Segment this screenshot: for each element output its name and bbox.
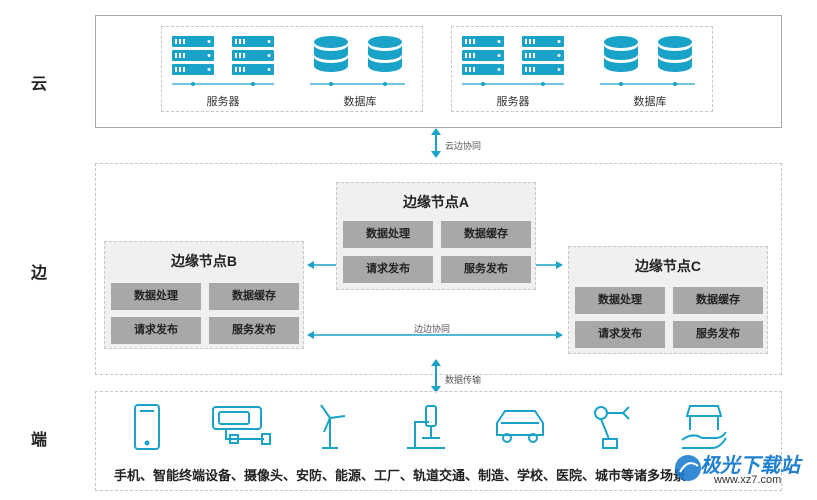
server-label: 服务器 <box>496 96 530 108</box>
camera-icon <box>212 406 271 445</box>
car-icon <box>496 410 544 443</box>
cell-request-publish: 请求发布 <box>111 317 201 344</box>
edge-layer <box>95 163 782 375</box>
watermark-brand: 极光下载站 <box>700 455 800 477</box>
data-transfer-label: 数据传输 <box>445 375 482 385</box>
cell-request-publish: 请求发布 <box>343 256 433 283</box>
phone-icon <box>134 404 160 450</box>
server-icon <box>522 36 564 75</box>
edge-node-b: 边缘节点B 数据处理 数据缓存 请求发布 服务发布 <box>104 241 304 349</box>
cell-request-publish: 请求发布 <box>575 321 665 348</box>
server-icon <box>172 36 214 75</box>
robot-arm-icon <box>594 406 630 449</box>
database-icon <box>604 36 638 72</box>
end-layer <box>95 391 782 491</box>
database-icon <box>658 36 692 72</box>
cell-data-processing: 数据处理 <box>111 283 201 310</box>
database-label: 数据库 <box>343 96 377 108</box>
server-label: 服务器 <box>206 96 240 108</box>
cell-data-processing: 数据处理 <box>575 287 665 314</box>
edge-node-c: 边缘节点C 数据处理 数据缓存 请求发布 服务发布 <box>568 246 768 354</box>
edge-node-a: 边缘节点A 数据处理 数据缓存 请求发布 服务发布 <box>336 182 536 290</box>
server-icon <box>232 36 274 75</box>
edge-edge-label: 边边协同 <box>414 324 451 334</box>
layer-label-cloud: 云 <box>30 76 47 93</box>
microscope-icon <box>407 405 445 449</box>
cell-data-cache: 数据缓存 <box>209 283 299 310</box>
node-title: 边缘节点B <box>170 253 238 269</box>
cell-data-cache: 数据缓存 <box>441 221 531 248</box>
cloud-edge-label: 云边协同 <box>445 141 482 151</box>
layer-label-edge: 边 <box>30 265 47 282</box>
cell-data-processing: 数据处理 <box>343 221 433 248</box>
devices-description: 手机、智能终端设备、摄像头、安防、能源、工厂、轨道交通、制造、学校、医院、城市等… <box>113 468 686 483</box>
node-title: 边缘节点A <box>402 194 470 210</box>
cell-data-cache: 数据缓存 <box>673 287 763 314</box>
wind-turbine-icon <box>320 404 346 449</box>
cell-service-publish: 服务发布 <box>441 256 531 283</box>
server-icon <box>462 36 504 75</box>
database-icon <box>368 36 402 72</box>
cloud-layer <box>95 15 782 128</box>
node-title: 边缘节点C <box>634 258 702 274</box>
cloud-cluster-2 <box>451 26 713 112</box>
cloud-cluster-1 <box>161 26 423 112</box>
layer-label-end: 端 <box>30 432 47 449</box>
database-label: 数据库 <box>633 96 667 108</box>
shop-icon <box>681 405 727 449</box>
watermark-url: www.xz7.com <box>714 474 782 486</box>
cell-service-publish: 服务发布 <box>673 321 763 348</box>
database-icon <box>314 36 348 72</box>
cell-service-publish: 服务发布 <box>209 317 299 344</box>
